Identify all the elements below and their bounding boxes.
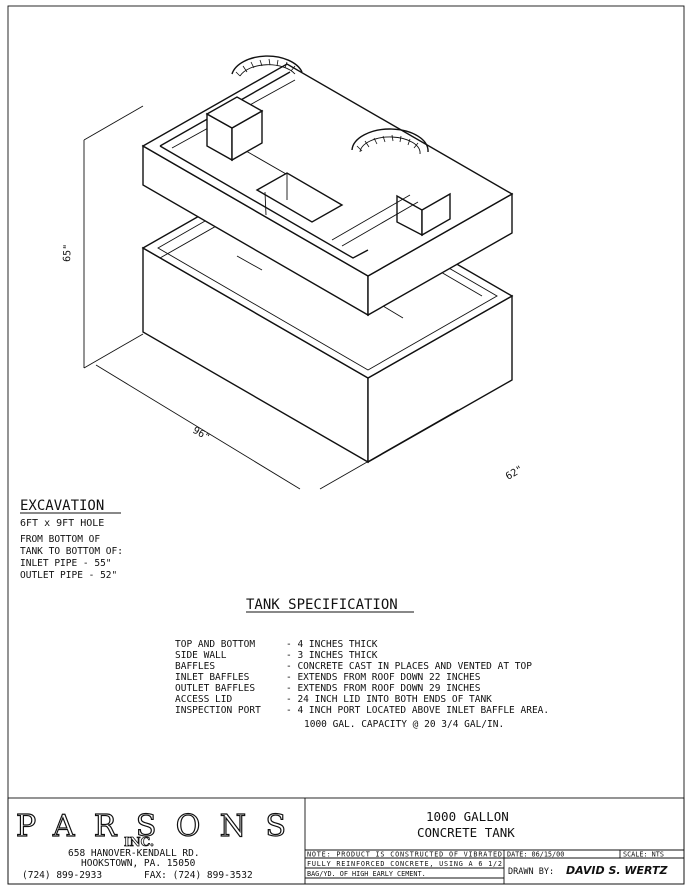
tank-isometric-drawing: 65" 96" 62" <box>62 55 525 490</box>
spec-row-value: - 4 INCH PORT LOCATED ABOVE INLET BAFFLE… <box>286 705 549 716</box>
length-dimension: 96" <box>191 425 212 444</box>
height-dimension: 65" <box>62 244 74 262</box>
spec-row-label: INSPECTION PORT <box>175 705 261 716</box>
spec-row-value: - 3 INCHES THICK <box>286 650 378 661</box>
spec-row-value: - 24 INCH LID INTO BOTH ENDS OF TANK <box>286 694 492 705</box>
spec-row-label: SIDE WALL <box>175 650 227 661</box>
drawn-by-label: DRAWN BY: <box>508 867 554 877</box>
spec-row-label: INLET BAFFLES <box>175 672 250 683</box>
company-fax: FAX: (724) 899-3532 <box>144 870 253 881</box>
product-line1: 1000 GALLON <box>426 809 509 824</box>
note-line3: BAG/YD. OF HIGH EARLY CEMENT. <box>307 870 426 878</box>
drawing-date: DATE: 06/15/00 <box>507 851 564 859</box>
spec-row-label: OUTLET BAFFLES <box>175 683 255 694</box>
excavation-block: EXCAVATION 6FT x 9FT HOLE FROM BOTTOM OF… <box>20 498 123 581</box>
company-phone: (724) 899-2933 <box>22 870 102 881</box>
spec-row-label: BAFFLES <box>175 661 215 672</box>
spec-row-value: - 4 INCHES THICK <box>286 639 378 650</box>
title-block: PARSONS INC. 658 HANOVER-KENDALL RD. HOO… <box>7 797 685 885</box>
spec-row-value: - EXTENDS FROM ROOF DOWN 22 INCHES <box>286 672 481 683</box>
excavation-hole: 6FT x 9FT HOLE <box>20 518 104 529</box>
product-line2: CONCRETE TANK <box>417 825 515 840</box>
tank-specification: TANK SPECIFICATION TOP AND BOTTOM - 4 IN… <box>175 597 549 730</box>
company-address1: 658 HANOVER-KENDALL RD. <box>68 848 200 859</box>
spec-capacity: 1000 GAL. CAPACITY @ 20 3/4 GAL/IN. <box>304 719 504 730</box>
company-address2: HOOKSTOWN, PA. 15050 <box>81 858 196 869</box>
drawing-scale: SCALE: NTS <box>623 851 664 859</box>
width-dimension: 62" <box>504 464 525 483</box>
spec-row-label: TOP AND BOTTOM <box>175 639 255 650</box>
excavation-outlet: OUTLET PIPE - 52" <box>20 570 117 581</box>
dimension-lines <box>83 105 459 490</box>
excavation-heading: EXCAVATION <box>20 498 104 514</box>
note-line1: NOTE: PRODUCT IS CONSTRUCTED OF VIBRATED <box>307 851 502 859</box>
lid-hatching <box>235 58 419 152</box>
spec-row-value: - CONCRETE CAST IN PLACES AND VENTED AT … <box>286 661 532 672</box>
spec-title: TANK SPECIFICATION <box>246 597 398 613</box>
drawn-by-name: DAVID S. WERTZ <box>566 864 669 877</box>
excavation-line1: FROM BOTTOM OF <box>20 534 100 545</box>
company-logo: PARSONS <box>16 809 292 844</box>
company-inc: INC. <box>124 835 154 849</box>
note-line2: FULLY REINFORCED CONCRETE, USING A 6 1/2 <box>307 860 502 868</box>
spec-row-label: ACCESS LID <box>175 694 232 705</box>
excavation-line2: TANK TO BOTTOM OF: <box>20 546 123 557</box>
spec-row-value: - EXTENDS FROM ROOF DOWN 29 INCHES <box>286 683 481 694</box>
tank-lid <box>141 55 514 317</box>
excavation-inlet: INLET PIPE - 55" <box>20 558 112 569</box>
